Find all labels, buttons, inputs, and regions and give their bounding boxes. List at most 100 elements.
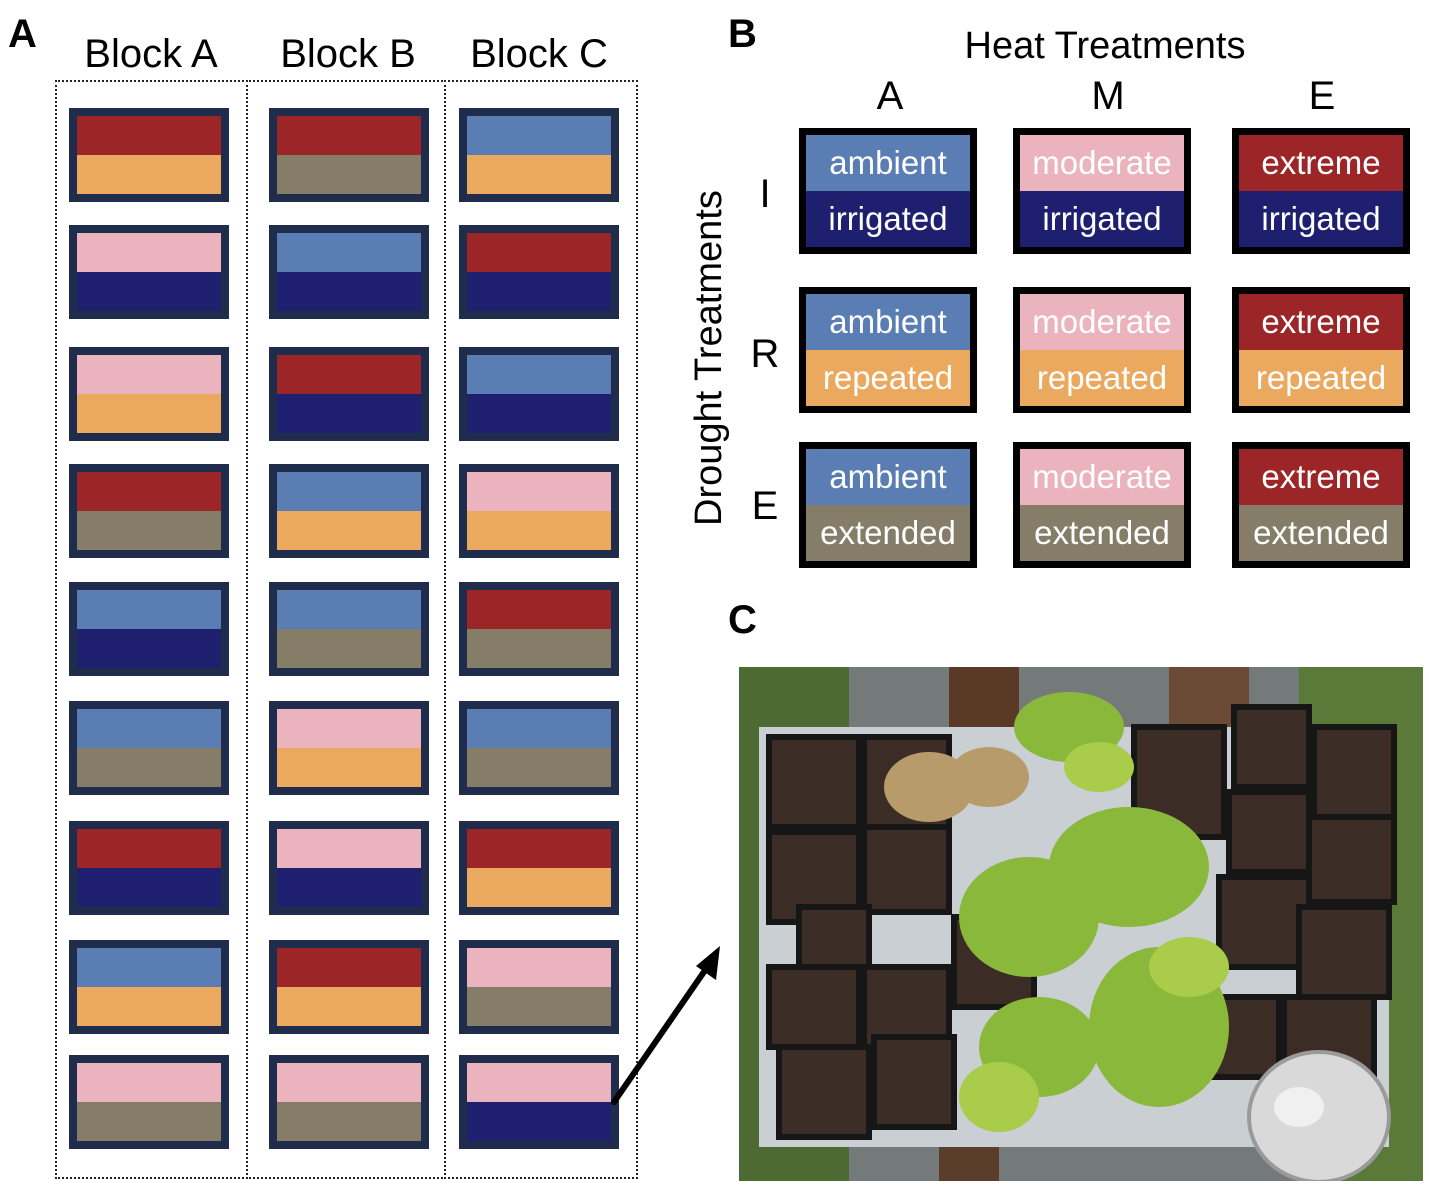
tray-heat-band — [277, 1063, 421, 1102]
tray-moderate-irrigated — [269, 821, 429, 915]
tray-heat-band — [77, 829, 221, 868]
tray-drought-band — [467, 868, 611, 907]
legend-heat-label: extreme — [1239, 449, 1403, 505]
heat-column-label-ambient: A — [876, 74, 904, 118]
tray-heat-band — [467, 116, 611, 155]
tray-heat-band — [277, 355, 421, 394]
tray-heat-band — [77, 1063, 221, 1102]
tray-ambient-extended — [69, 701, 229, 795]
tray-drought-band — [467, 748, 611, 787]
tray-heat-band — [467, 472, 611, 511]
legend-heat-label: extreme — [1239, 294, 1403, 350]
tray-drought-band — [467, 629, 611, 668]
tray-drought-band — [77, 155, 221, 194]
heat-treatments-title: Heat Treatments — [964, 25, 1246, 67]
tray-drought-band — [77, 629, 221, 668]
legend-heat-label: ambient — [806, 294, 970, 350]
tray-extreme-irrigated — [69, 821, 229, 915]
legend-heat-label: moderate — [1020, 135, 1184, 191]
tray-ambient-repeated — [69, 940, 229, 1034]
tray-heat-band — [277, 709, 421, 748]
tray-extreme-irrigated — [269, 347, 429, 441]
tray-extreme-extended — [69, 464, 229, 558]
tray-heat-band — [467, 355, 611, 394]
tray-drought-band — [467, 511, 611, 550]
tray-drought-band — [467, 272, 611, 311]
tray-heat-band — [77, 355, 221, 394]
drought-row-label-repeated: R — [750, 332, 780, 376]
tray-extreme-repeated — [269, 940, 429, 1034]
tray-heat-band — [467, 1063, 611, 1102]
legend-drought-label: irrigated — [1239, 191, 1403, 247]
tray-drought-band — [277, 748, 421, 787]
legend-drought-label: extended — [806, 505, 970, 561]
legend-heat-label: moderate — [1020, 294, 1184, 350]
tray-drought-band — [467, 987, 611, 1026]
tray-moderate-irrigated — [459, 1055, 619, 1149]
tray-heat-band — [77, 948, 221, 987]
tray-heat-band — [277, 472, 421, 511]
block-c-column — [444, 80, 638, 1179]
legend-heat-label: ambient — [806, 449, 970, 505]
tray-drought-band — [467, 394, 611, 433]
tray-moderate-extended — [269, 1055, 429, 1149]
tray-heat-band — [467, 709, 611, 748]
tray-drought-band — [277, 155, 421, 194]
tray-drought-band — [77, 511, 221, 550]
legend-drought-label: irrigated — [806, 191, 970, 247]
tray-heat-band — [277, 829, 421, 868]
tray-heat-band — [77, 590, 221, 629]
tray-drought-band — [277, 629, 421, 668]
tray-drought-band — [277, 394, 421, 433]
panel-c-letter: C — [728, 598, 757, 642]
heat-column-label-extreme: E — [1308, 74, 1336, 118]
tray-heat-band — [467, 948, 611, 987]
tray-drought-band — [277, 272, 421, 311]
drought-row-label-extended: E — [751, 484, 779, 528]
tray-extreme-repeated — [459, 821, 619, 915]
tray-drought-band — [467, 155, 611, 194]
tray-ambient-irrigated — [459, 347, 619, 441]
legend-drought-label: repeated — [1239, 350, 1403, 406]
tray-drought-band — [277, 868, 421, 907]
panel-b-letter: B — [728, 12, 757, 56]
panel-a-letter: A — [8, 12, 37, 56]
tray-extreme-irrigated — [459, 225, 619, 319]
tray-ambient-extended — [459, 701, 619, 795]
legend-drought-label: repeated — [1020, 350, 1184, 406]
tray-drought-band — [77, 394, 221, 433]
tray-heat-band — [77, 233, 221, 272]
tray-heat-band — [77, 709, 221, 748]
tray-heat-band — [277, 590, 421, 629]
legend-heat-label: extreme — [1239, 135, 1403, 191]
drought-row-label-irrigated: I — [759, 172, 771, 216]
block-b-heading: Block B — [280, 32, 416, 76]
tray-moderate-repeated — [459, 464, 619, 558]
tray-drought-band — [77, 272, 221, 311]
legend-drought-label: extended — [1020, 505, 1184, 561]
tray-drought-band — [77, 868, 221, 907]
tray-drought-band — [77, 987, 221, 1026]
tray-drought-band — [277, 987, 421, 1026]
block-a-heading: Block A — [84, 32, 218, 76]
tray-ambient-irrigated — [269, 225, 429, 319]
tray-ambient-irrigated — [69, 582, 229, 676]
tray-drought-band — [277, 511, 421, 550]
tray-drought-band — [467, 1102, 611, 1141]
tray-ambient-repeated — [269, 464, 429, 558]
tray-heat-band — [277, 116, 421, 155]
tray-extreme-extended — [269, 108, 429, 202]
tray-moderate-extended — [459, 940, 619, 1034]
tray-drought-band — [277, 1102, 421, 1141]
tray-heat-band — [467, 829, 611, 868]
tray-extreme-repeated — [69, 108, 229, 202]
tray-heat-band — [77, 116, 221, 155]
tray-ambient-repeated — [459, 108, 619, 202]
